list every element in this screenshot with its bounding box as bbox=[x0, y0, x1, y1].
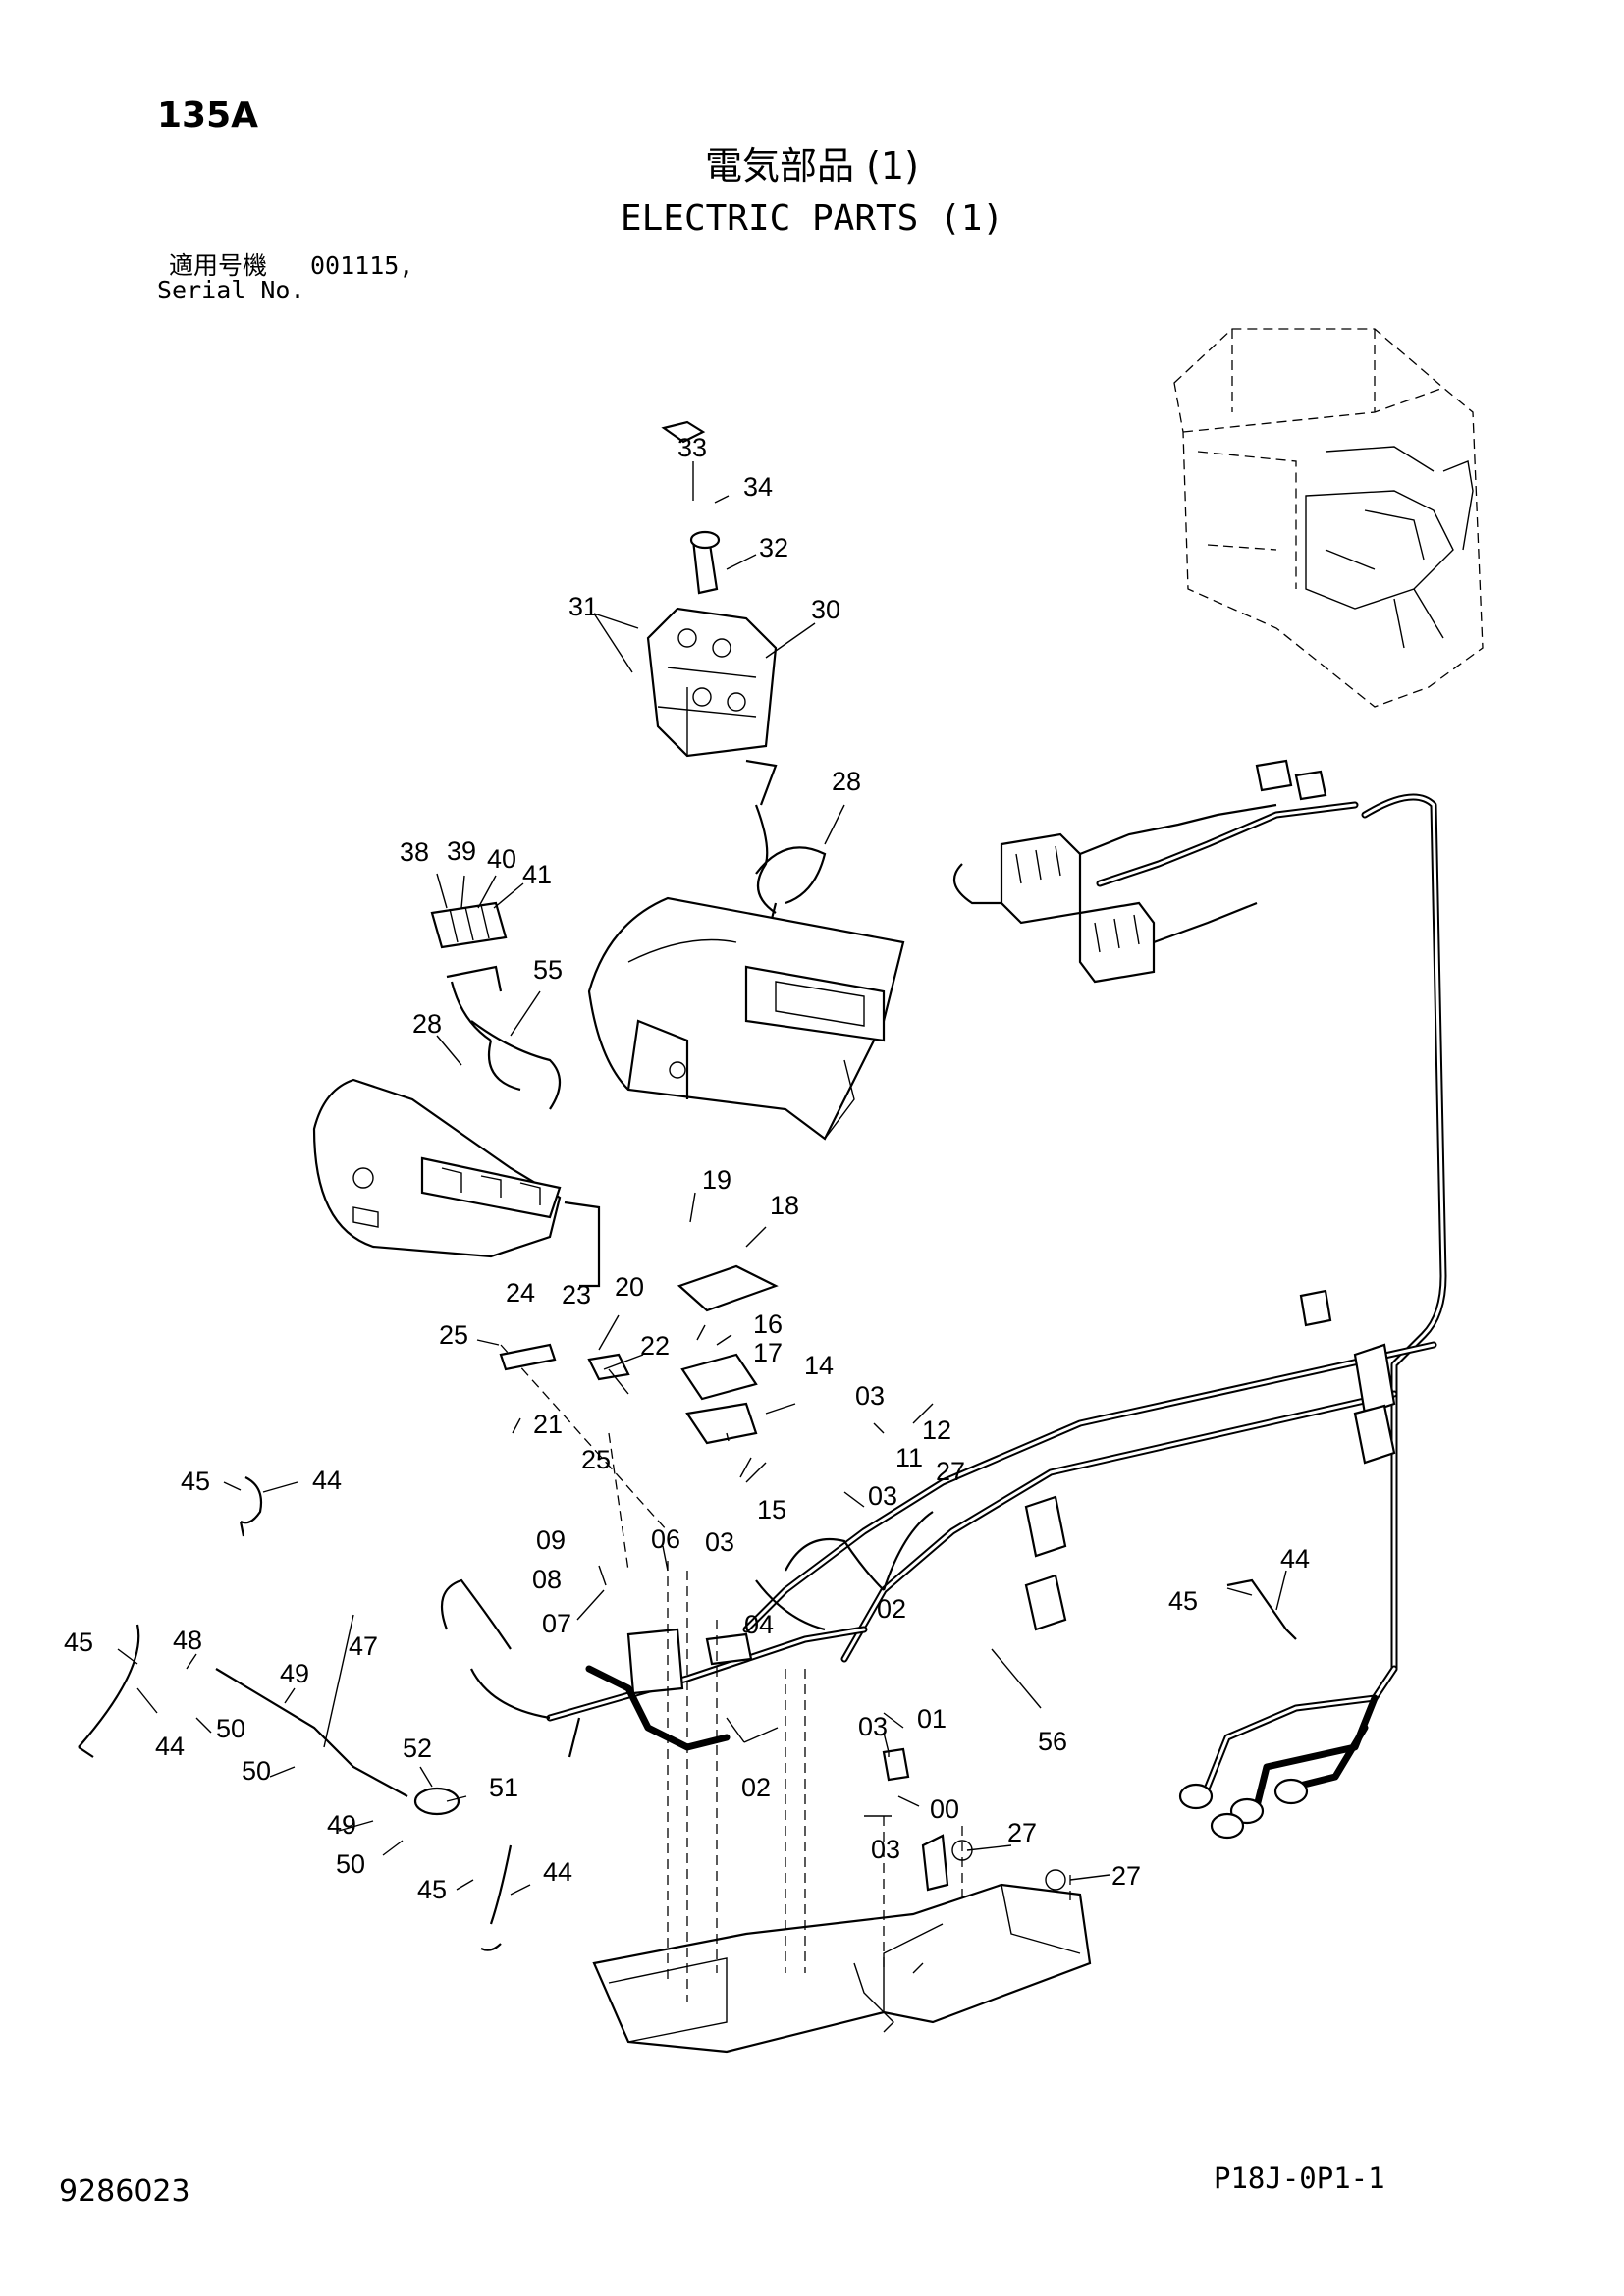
callout-12: 12 bbox=[922, 1415, 951, 1445]
callout-03: 03 bbox=[868, 1481, 897, 1511]
callout-20: 20 bbox=[615, 1272, 644, 1302]
callout-03: 03 bbox=[858, 1712, 888, 1741]
callout-49: 49 bbox=[280, 1659, 309, 1688]
callout-33: 33 bbox=[677, 433, 707, 462]
callout-45: 45 bbox=[64, 1628, 93, 1657]
callout-labels: 33 34 32 31 30 28 38 39 40 41 55 28 19 1… bbox=[64, 433, 1310, 1904]
callout-leaders bbox=[117, 461, 1287, 1896]
callout-09: 09 bbox=[536, 1525, 566, 1555]
console-icon bbox=[587, 896, 905, 1141]
callout-30: 30 bbox=[811, 595, 840, 624]
callout-38: 38 bbox=[400, 837, 429, 867]
page-code: P18J-0P1-1 bbox=[1214, 2162, 1385, 2195]
callout-47: 47 bbox=[349, 1631, 378, 1661]
callout-44: 44 bbox=[155, 1732, 185, 1761]
callout-44: 44 bbox=[312, 1466, 342, 1495]
callout-14: 14 bbox=[804, 1351, 834, 1380]
callout-01: 01 bbox=[917, 1704, 947, 1734]
callout-32: 32 bbox=[759, 533, 788, 562]
callout-34: 34 bbox=[743, 472, 773, 502]
relay-box-icon bbox=[952, 759, 1327, 984]
callout-21: 21 bbox=[533, 1410, 563, 1439]
serial-number-value: 001115, bbox=[310, 251, 414, 280]
cab-outline-icon bbox=[1173, 328, 1484, 708]
callout-31: 31 bbox=[568, 592, 598, 621]
callout-28: 28 bbox=[412, 1009, 442, 1039]
callout-16: 16 bbox=[753, 1309, 783, 1339]
callout-06: 06 bbox=[651, 1524, 680, 1554]
callout-27: 27 bbox=[936, 1457, 965, 1486]
callout-52: 52 bbox=[403, 1734, 432, 1763]
callout-07: 07 bbox=[542, 1609, 571, 1638]
callout-03: 03 bbox=[705, 1527, 734, 1557]
callout-41: 41 bbox=[522, 860, 552, 889]
wire-harness-icon bbox=[742, 793, 1447, 1840]
callout-18: 18 bbox=[770, 1191, 799, 1220]
callout-44: 44 bbox=[1280, 1544, 1310, 1574]
serial-label-japanese: 適用号機 bbox=[169, 251, 268, 280]
callout-02: 02 bbox=[877, 1594, 906, 1624]
serial-label: Serial No. bbox=[157, 276, 305, 304]
callout-50: 50 bbox=[216, 1714, 245, 1743]
document-number: 9286023 bbox=[59, 2174, 190, 2209]
callout-22: 22 bbox=[640, 1331, 670, 1361]
assembly-guide-lines bbox=[500, 1344, 1071, 2002]
callout-49: 49 bbox=[327, 1810, 356, 1840]
callout-23: 23 bbox=[562, 1280, 591, 1309]
callout-02: 02 bbox=[741, 1773, 771, 1802]
callout-40: 40 bbox=[487, 844, 516, 874]
callout-45: 45 bbox=[417, 1875, 447, 1904]
page-title-japanese: 電気部品 (1) bbox=[705, 144, 919, 187]
console-icon bbox=[312, 1078, 601, 1288]
page-title: ELECTRIC PARTS (1) bbox=[620, 198, 1004, 239]
callout-45: 45 bbox=[1168, 1586, 1198, 1616]
callout-03: 03 bbox=[855, 1381, 885, 1411]
callout-15: 15 bbox=[757, 1495, 786, 1524]
wire-clamps-icon bbox=[78, 1264, 1297, 1951]
callout-08: 08 bbox=[532, 1565, 562, 1594]
callout-11: 11 bbox=[895, 1443, 923, 1472]
callout-39: 39 bbox=[447, 836, 476, 866]
callout-00: 00 bbox=[930, 1794, 959, 1824]
callout-48: 48 bbox=[173, 1626, 202, 1655]
callout-25: 25 bbox=[581, 1445, 611, 1474]
floor-frame-icon bbox=[592, 1834, 1092, 2054]
callout-24: 24 bbox=[506, 1278, 535, 1308]
callout-28: 28 bbox=[832, 767, 861, 796]
callout-03: 03 bbox=[871, 1835, 900, 1864]
callout-51: 51 bbox=[489, 1773, 518, 1802]
callout-44: 44 bbox=[543, 1857, 572, 1887]
callout-55: 55 bbox=[533, 955, 563, 985]
callout-50: 50 bbox=[336, 1849, 365, 1879]
callout-04: 04 bbox=[744, 1610, 774, 1639]
callout-56: 56 bbox=[1038, 1727, 1067, 1756]
callout-19: 19 bbox=[702, 1165, 731, 1195]
callout-17: 17 bbox=[753, 1338, 783, 1367]
callout-27: 27 bbox=[1111, 1861, 1141, 1891]
callout-25: 25 bbox=[439, 1320, 468, 1350]
model-number: 135A bbox=[157, 95, 259, 135]
callout-45: 45 bbox=[181, 1467, 210, 1496]
callout-50: 50 bbox=[242, 1756, 271, 1786]
callout-27: 27 bbox=[1007, 1818, 1037, 1847]
